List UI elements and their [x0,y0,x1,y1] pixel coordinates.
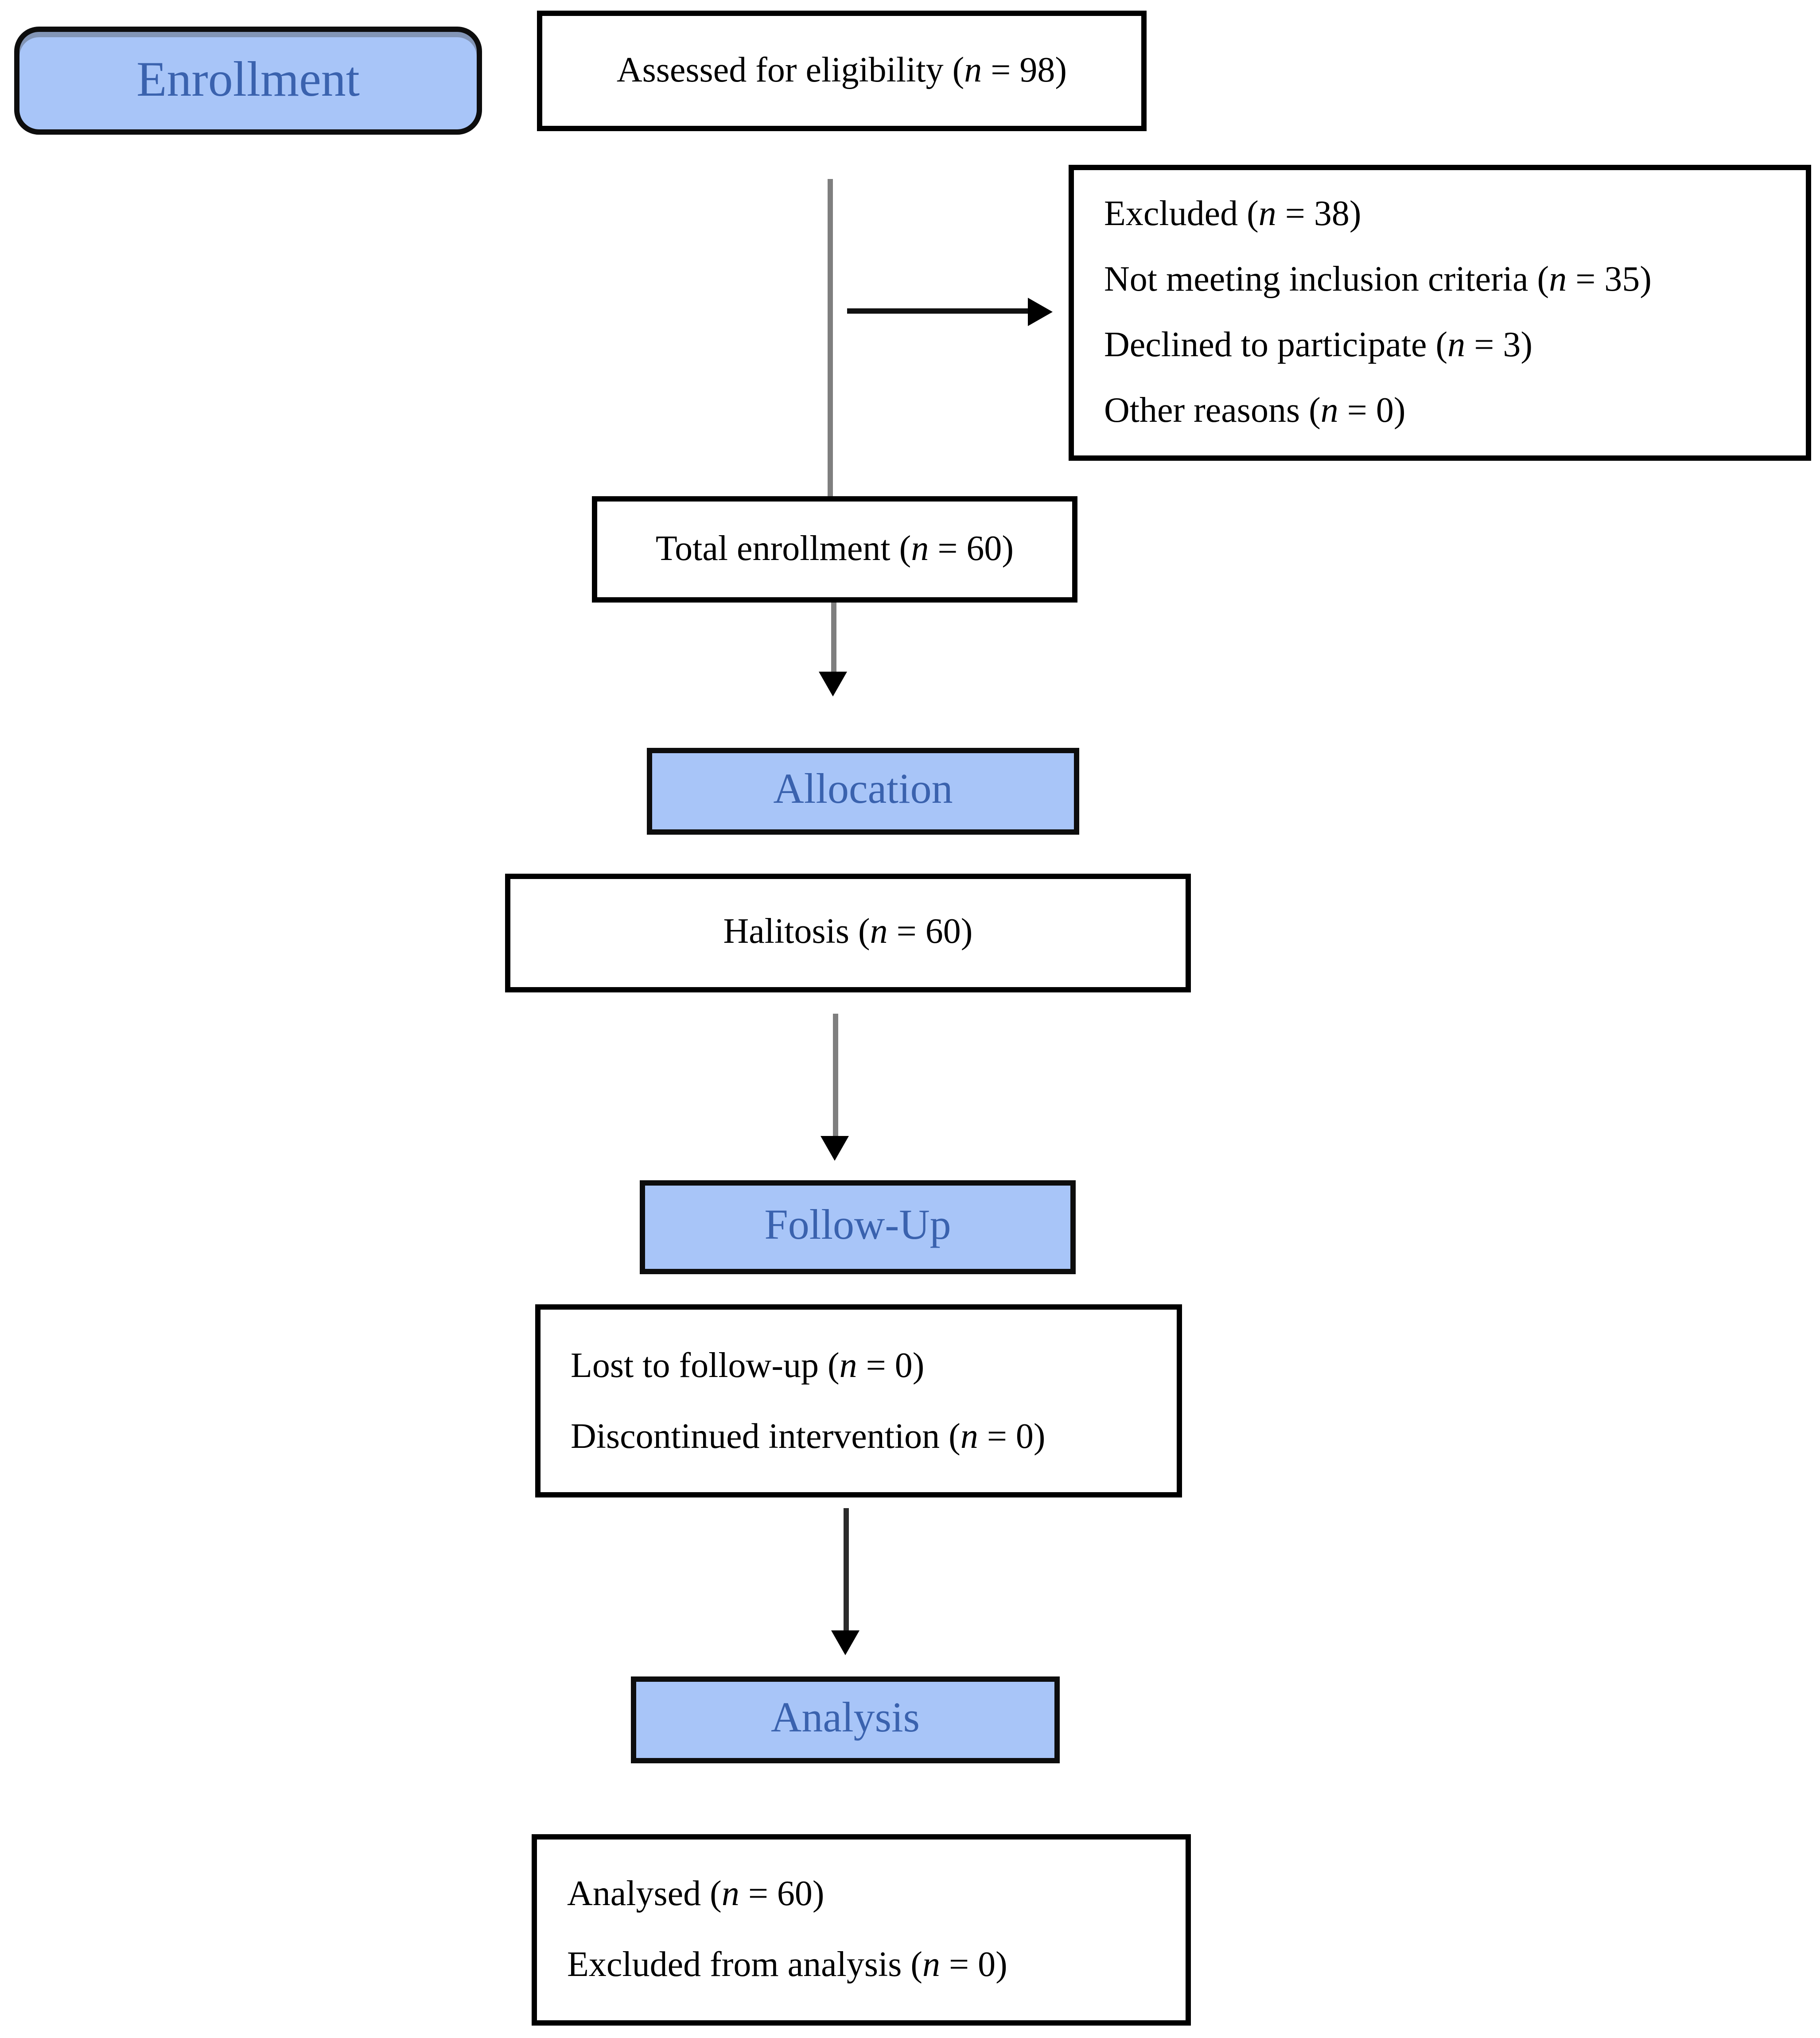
arrowhead-down-allocation [819,672,847,696]
assessed-for-eligibility-text: Assessed for eligibility (n = 98) [616,51,1067,89]
analysis-outcome-line: Analysed (n = 60) [567,1875,824,1914]
halitosis-box: Halitosis (n = 60) [505,874,1191,992]
follow-up-outcome-line: Discontinued intervention (n = 0) [571,1417,1046,1456]
analysis-stage-label-text: Analysis [771,1696,920,1742]
allocation-stage-label: Allocation [647,748,1079,835]
arrowhead-down-followup [821,1136,849,1161]
arrowhead-right-excluded [1028,298,1053,326]
analysis-outcome-line: Excluded from analysis (n = 0) [567,1946,1007,1985]
follow-up-outcomes-box: Lost to follow-up (n = 0) Discontinued i… [535,1304,1182,1497]
total-enrollment-box: Total enrollment (n = 60) [592,496,1077,603]
allocation-stage-label-text: Allocation [773,767,953,813]
enrollment-stage-label: Enrollment [14,27,482,135]
excluded-line: Declined to participate (n = 3) [1104,325,1533,364]
connector-halitosis-to-followup [833,1014,838,1138]
analysis-stage-label: Analysis [631,1676,1060,1763]
connector-branch-to-excluded [847,308,1030,314]
excluded-line: Other reasons (n = 0) [1104,391,1406,430]
halitosis-text: Halitosis (n = 60) [723,913,973,952]
total-enrollment-text: Total enrollment (n = 60) [655,529,1014,568]
arrowhead-down-analysis [831,1630,859,1655]
excluded-box: Excluded (n = 38) Not meeting inclusion … [1069,165,1811,461]
excluded-line: Excluded (n = 38) [1104,194,1361,233]
follow-up-stage-label-text: Follow-Up [764,1203,951,1249]
analysis-outcomes-box: Analysed (n = 60) Excluded from analysis… [532,1834,1191,2026]
connector-total-to-allocation [831,603,836,673]
assessed-for-eligibility-box: Assessed for eligibility (n = 98) [537,11,1147,131]
connector-assessed-to-total [828,179,833,496]
connector-followup-to-analysis [844,1508,849,1632]
enrollment-stage-label-text: Enrollment [136,52,360,107]
excluded-line: Not meeting inclusion criteria (n = 35) [1104,260,1652,299]
follow-up-outcome-line: Lost to follow-up (n = 0) [571,1346,925,1385]
follow-up-stage-label: Follow-Up [640,1180,1076,1274]
